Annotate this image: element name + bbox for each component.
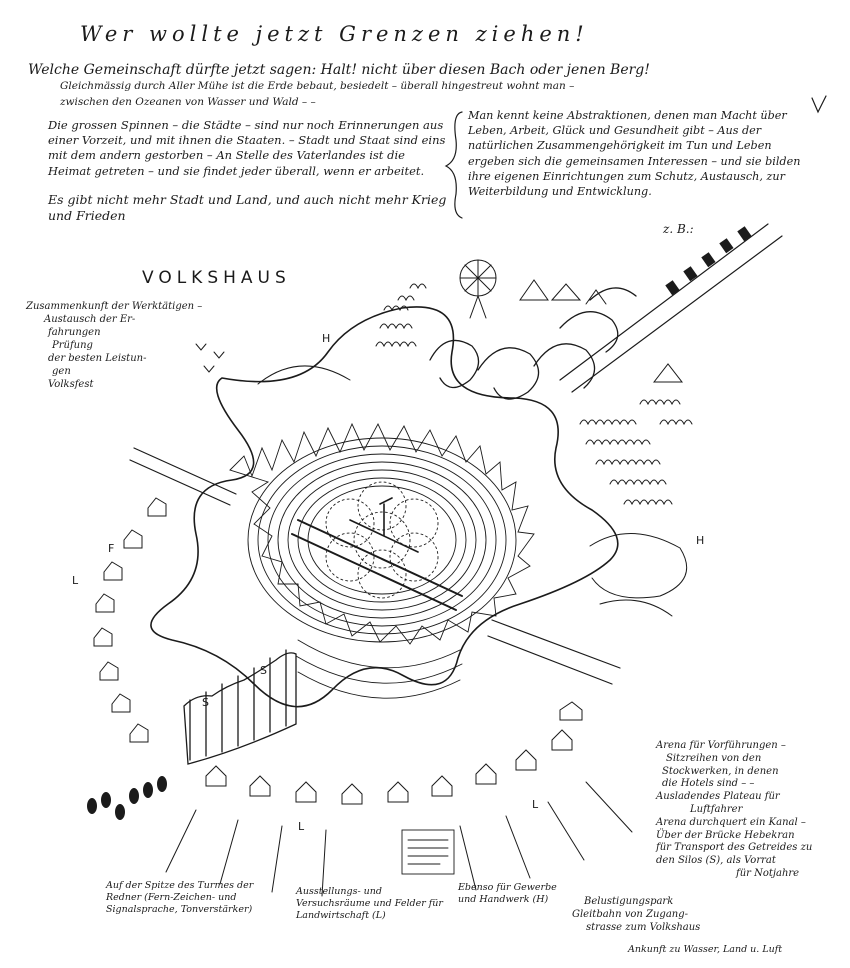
sheet-title: Wer wollte jetzt Grenzen ziehen!	[80, 22, 589, 46]
mark-h-top: H	[322, 332, 331, 345]
example-marker: z. B.:	[663, 222, 694, 236]
exhibition-sheet	[401, 829, 455, 875]
fair-label-line: Gleitbahn von Zugang-	[572, 908, 689, 920]
right-label-line: Stockwerken, in denen	[662, 765, 779, 777]
legend-line: Prüfung	[52, 340, 93, 351]
left-paragraph: Die grossen Spinnen – die Städte – sind …	[48, 118, 446, 178]
right-label-line: Luftfahrer	[690, 803, 743, 815]
houses-left	[93, 497, 167, 743]
mark-h-right: H	[696, 534, 705, 547]
mark-s: S	[202, 696, 209, 709]
trades-label: Ebenso für Gewerbe und Handwerk (H)	[458, 882, 557, 905]
legend-line: gen	[52, 366, 71, 377]
right-paragraph: Man kennt keine Abstraktionen, denen man…	[468, 109, 801, 199]
roof-zigzag	[229, 422, 535, 645]
right-label-line: für Transport des Getreides zu	[656, 842, 813, 854]
houses-bottom	[205, 701, 583, 805]
legend-line: der besten Leistun-	[48, 353, 147, 364]
drawing-heading: VOLKSHAUS	[142, 268, 291, 288]
arena-base	[295, 639, 463, 699]
right-label-line: Ausladendes Plateau für	[656, 791, 780, 803]
right-label-line: Sitzreihen von den	[666, 752, 762, 764]
fair-label-line: Belustigungspark	[584, 896, 674, 907]
paragraph-bracket	[444, 111, 463, 219]
ferris-wheel	[459, 259, 497, 319]
arena-canal	[291, 519, 463, 611]
check-mark	[811, 95, 827, 114]
mark-s-2: S	[260, 664, 267, 677]
intro-line-3: zwischen den Ozeanen von Wasser und Wald…	[60, 96, 316, 108]
trees-bottom-left	[87, 776, 167, 820]
legend-line: Zusammenkunft der Werktätigen –	[26, 301, 203, 312]
arrival-label: Ankunft zu Wasser, Land u. Luft	[628, 944, 783, 955]
trees-left	[375, 283, 427, 348]
arena-floor-pattern	[325, 481, 439, 599]
mark-l-right: L	[532, 798, 539, 811]
right-label-line: den Silos (S), als Vorrat	[656, 855, 776, 867]
speaker-tower-label: Auf der Spitze des Turmes der Redner (Fe…	[106, 880, 254, 915]
access-road	[559, 223, 783, 393]
bridge-crane	[349, 497, 419, 553]
fair-label-line: strasse zum Volkshaus	[586, 921, 701, 933]
legend-line: Volksfest	[48, 379, 94, 390]
star-roof	[150, 306, 619, 708]
right-labels: Arena für Vorführungen – Sitzreihen von …	[656, 740, 812, 881]
birds	[195, 343, 225, 373]
silos	[183, 649, 297, 765]
intro-line-2: Gleichmässig durch Aller Mühe ist die Er…	[60, 80, 575, 92]
legend-line: Austausch der Er-	[44, 314, 136, 325]
arena-rings	[247, 437, 517, 643]
trees-right	[579, 399, 693, 506]
fair-tents	[519, 279, 684, 383]
mark-l-left: L	[72, 574, 79, 587]
mark-l-bottom: L	[298, 820, 305, 833]
intro-line-1: Welche Gemeinschaft dürfte jetzt sagen: …	[28, 62, 650, 78]
right-label-line: Arena für Vorführungen –	[656, 740, 786, 751]
right-label-line: die Hotels sind – –	[662, 778, 755, 790]
loop-ramps	[429, 287, 637, 400]
meadows	[257, 365, 688, 617]
right-label-line: Arena durchquert ein Kanal –	[656, 816, 806, 828]
right-label-line: Über der Brücke Hebekran	[656, 829, 795, 841]
mark-f: F	[108, 542, 115, 555]
fair-label: Belustigungspark Gleitbahn von Zugang- s…	[572, 896, 700, 934]
right-label-line: für Notjahre	[736, 867, 800, 879]
left-legend: Zusammenkunft der Werktätigen – Austausc…	[26, 300, 202, 391]
canal	[129, 447, 621, 685]
legend-line: fahrungen	[48, 327, 101, 338]
field-lines	[165, 781, 633, 897]
exhibition-label: Ausstellungs- und Versuchsräume und Feld…	[296, 886, 443, 921]
road-houses	[665, 226, 752, 296]
left-paragraph-end: Es gibt nicht mehr Stadt und Land, und a…	[48, 192, 447, 224]
